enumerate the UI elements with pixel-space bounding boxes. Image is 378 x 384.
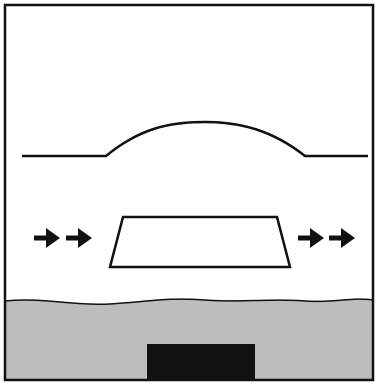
buried-block — [147, 344, 255, 380]
trapezoid-shape — [110, 217, 290, 267]
